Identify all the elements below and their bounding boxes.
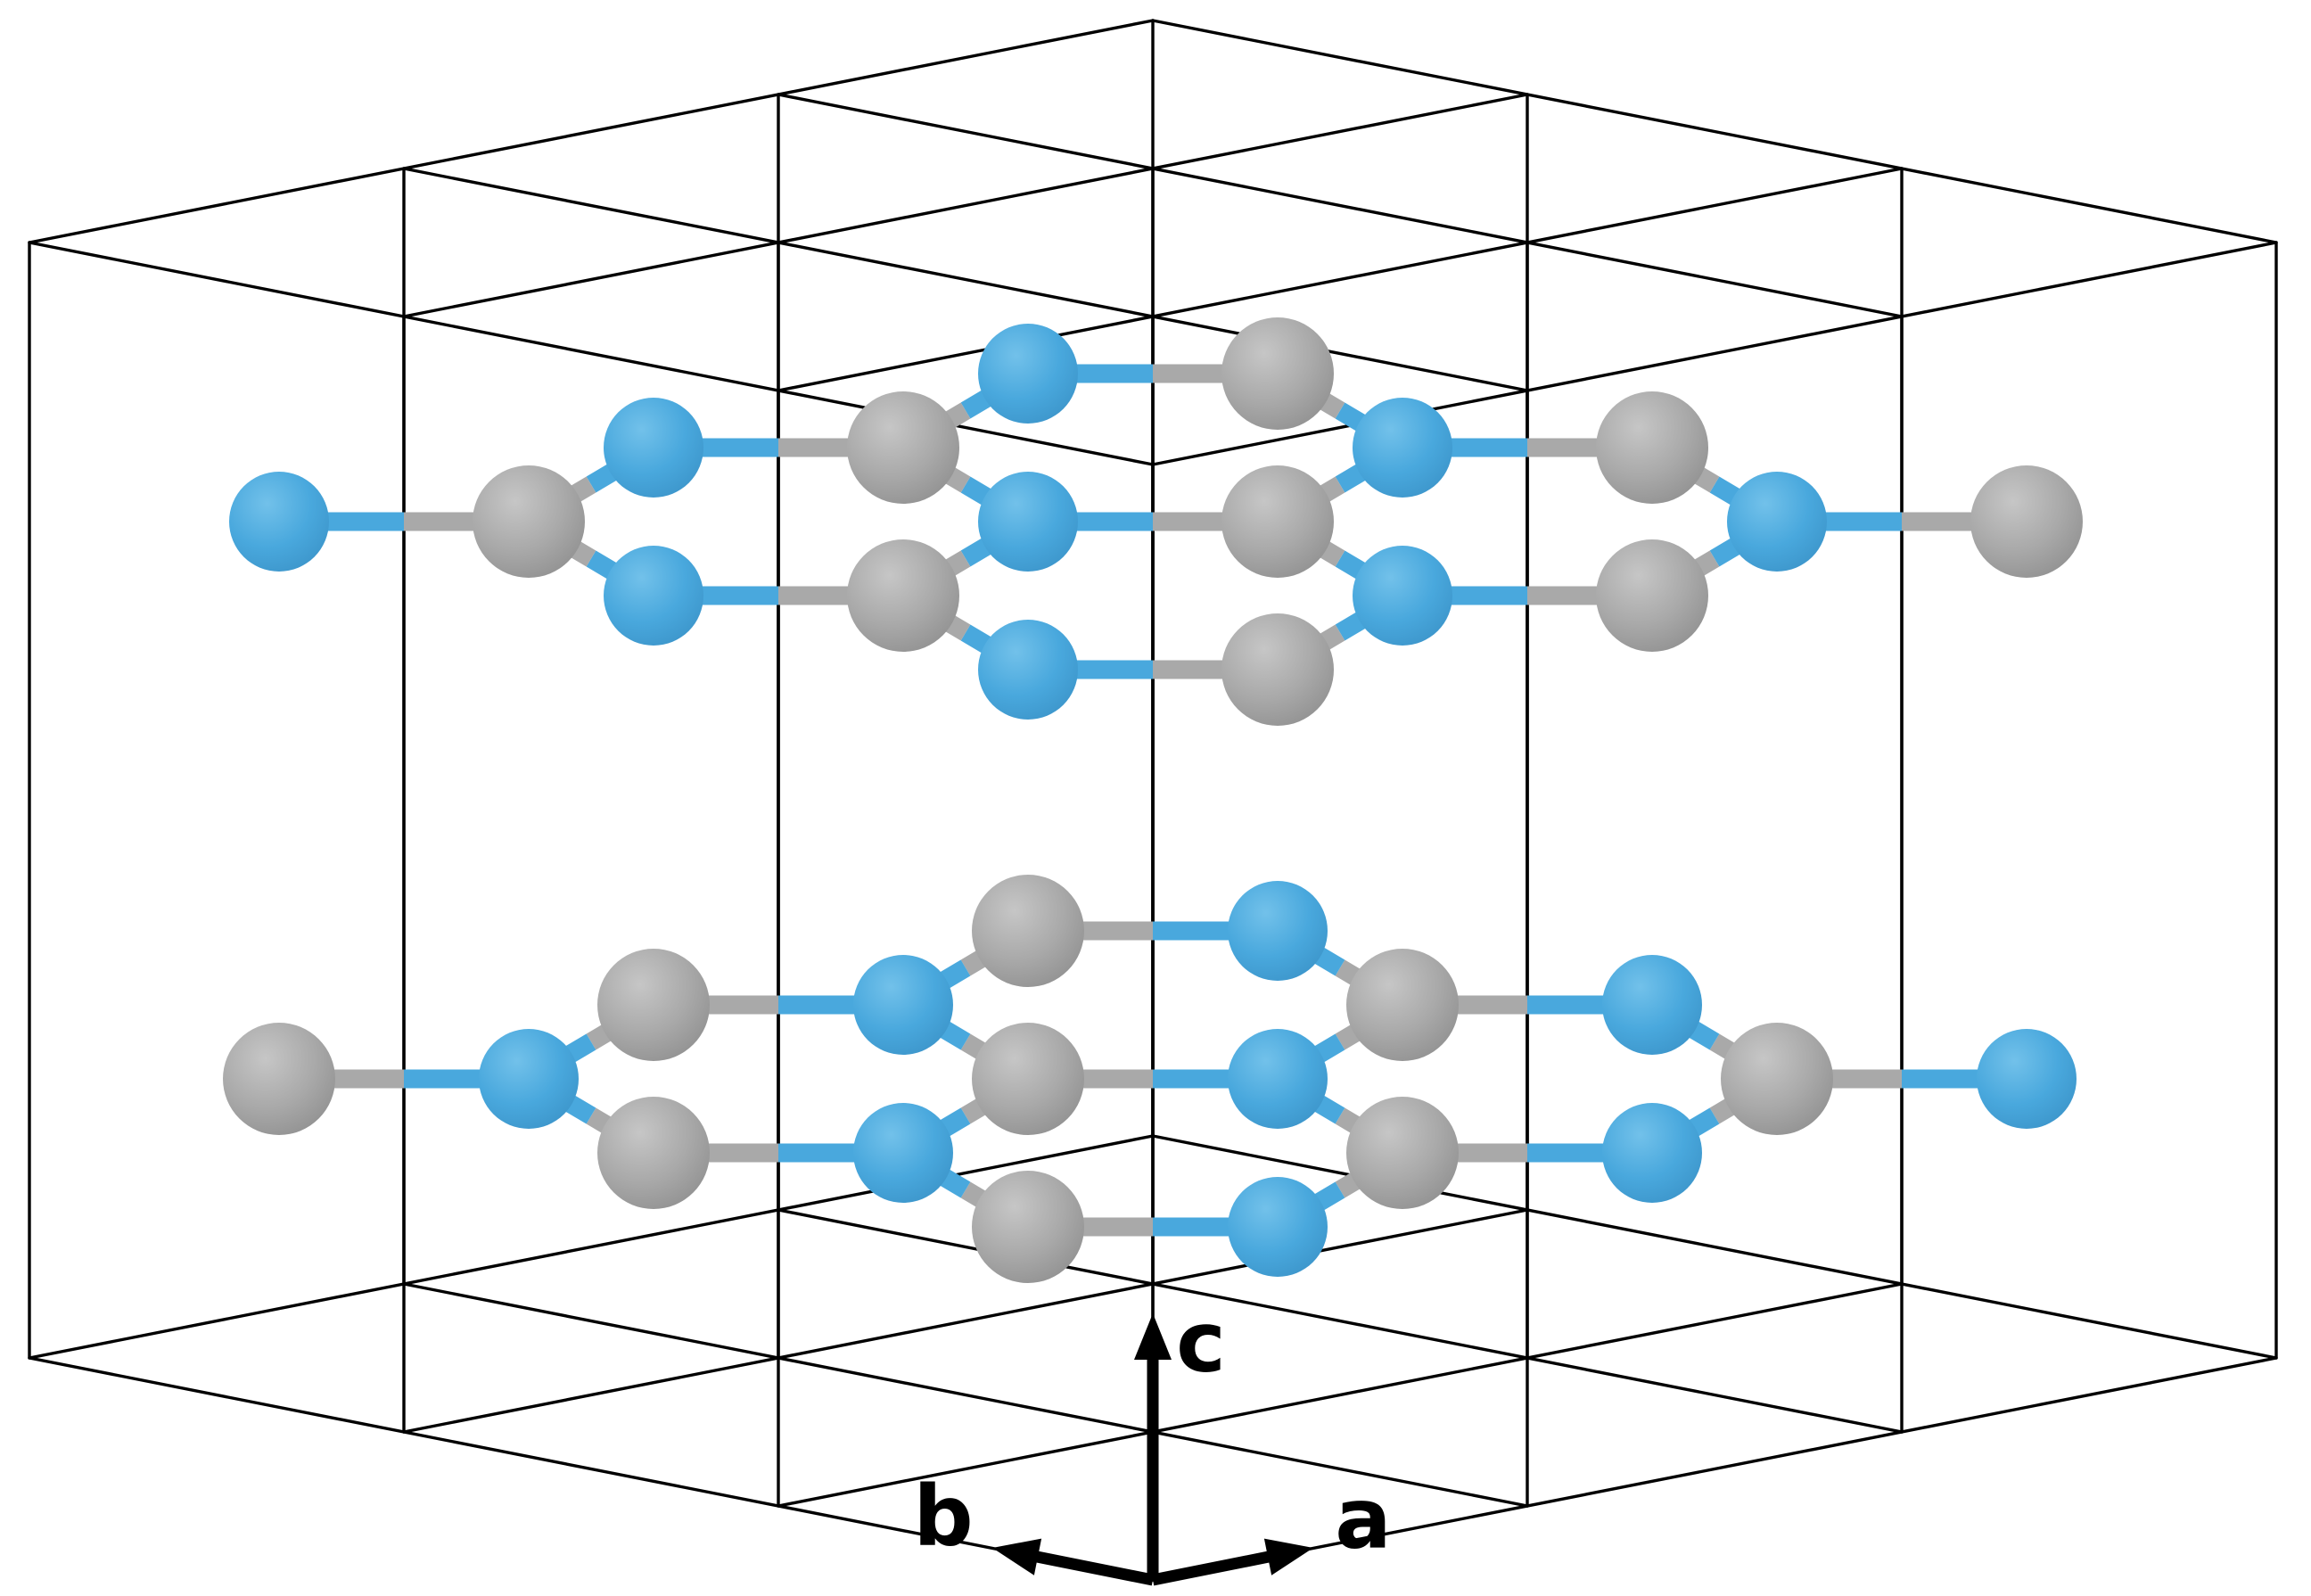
atom-sphere-gray: [972, 875, 1084, 987]
cell-edge-bottom-b: [1151, 1356, 2278, 1582]
atom-sphere-blue: [1727, 472, 1827, 572]
atom-sphere-blue: [229, 472, 329, 572]
axis-arrow-shaft-b: [1031, 1550, 1155, 1586]
atom-sphere-gray: [1596, 391, 1708, 504]
axis-arrow-shaft-a: [1151, 1550, 1275, 1586]
atom-sphere-blue: [978, 324, 1078, 424]
atom-sphere-gray: [1596, 539, 1708, 652]
axis-arrow-head-c: [1134, 1313, 1172, 1360]
axes-compass: c b a: [913, 1295, 1392, 1586]
cell-edge-top-b: [402, 93, 1529, 318]
atom-sphere-gray: [847, 539, 959, 652]
atom-sphere-blue: [853, 955, 953, 1055]
axis-arrow-head-b: [992, 1538, 1042, 1575]
atom-sphere-gray: [972, 1171, 1084, 1283]
cell-edge-top-a: [777, 93, 1904, 318]
axis-label-c: c: [1176, 1295, 1226, 1392]
atom-sphere-blue: [1228, 1029, 1328, 1129]
atom-sphere-blue: [978, 620, 1078, 720]
atom-sphere-gray: [597, 949, 710, 1061]
axis-arrow-head-a: [1263, 1538, 1313, 1575]
atom-sphere-blue: [853, 1103, 953, 1203]
atom-sphere-blue: [1353, 546, 1452, 646]
axis-label-b: b: [913, 1468, 973, 1566]
cell-edge-top-a: [1151, 19, 2278, 244]
atom-sphere-gray: [847, 391, 959, 504]
axis-label-a: a: [1335, 1471, 1391, 1568]
atom-sphere-gray: [473, 465, 585, 578]
cell-edge-top-a: [28, 241, 1155, 466]
atom-sphere-blue: [604, 546, 703, 646]
atom-sphere-gray: [1346, 949, 1459, 1061]
atom-sphere-gray: [1346, 1097, 1459, 1209]
cell-edge-top-a: [402, 167, 1529, 392]
atom-sphere-gray: [223, 1023, 335, 1135]
atom-sphere-gray: [1970, 465, 2083, 578]
atom-sphere-blue: [479, 1029, 579, 1129]
atom-sphere-gray: [972, 1023, 1084, 1135]
cell-edge-bottom-a: [777, 1208, 1904, 1434]
atoms-layer-lower: [223, 875, 2077, 1283]
atom-sphere-blue: [978, 472, 1078, 572]
cell-edge-bottom-b: [402, 1208, 1529, 1434]
cell-edge-bottom-a: [28, 1356, 1155, 1582]
atoms-layer-upper: [229, 317, 2083, 726]
atom-sphere-blue: [1228, 1177, 1328, 1277]
atom-sphere-gray: [1221, 465, 1334, 578]
cell-edge-bottom-a: [402, 1282, 1529, 1508]
cell-edge-bottom-a: [1151, 1134, 2278, 1360]
atom-sphere-gray: [597, 1097, 710, 1209]
atom-sphere-gray: [1221, 613, 1334, 726]
atom-sphere-blue: [1602, 1103, 1702, 1203]
unit-cell-wireframe: [28, 19, 2278, 1582]
atom-sphere-gray: [1221, 317, 1334, 430]
atom-sphere-blue: [1977, 1029, 2077, 1129]
atom-sphere-blue: [1228, 881, 1328, 981]
cell-edge-top-b: [1151, 241, 2278, 466]
cell-edge-top-b: [28, 19, 1155, 244]
atom-sphere-gray: [1721, 1023, 1833, 1135]
atom-sphere-blue: [1602, 955, 1702, 1055]
atom-sphere-blue: [1353, 398, 1452, 498]
atom-sphere-blue: [604, 398, 703, 498]
cell-edge-bottom-b: [28, 1134, 1155, 1360]
cell-edge-bottom-b: [777, 1282, 1904, 1508]
cell-edge-top-b: [777, 167, 1904, 392]
